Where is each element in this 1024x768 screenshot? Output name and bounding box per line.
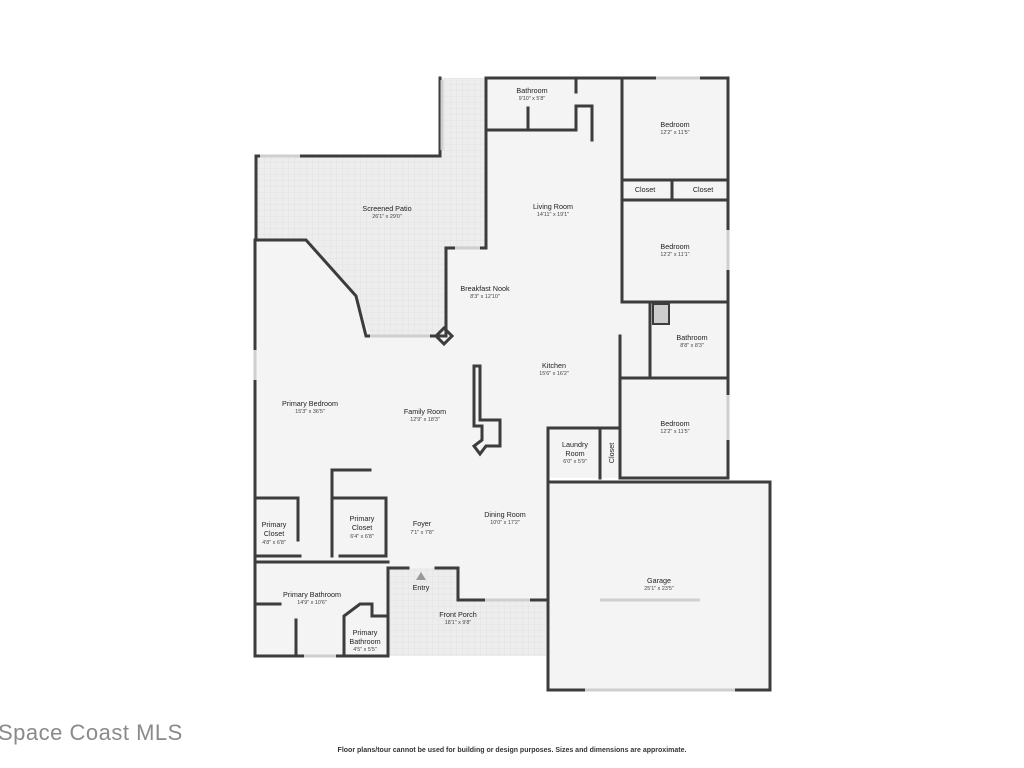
floor-fills [255, 78, 770, 690]
disclaimer-text: Floor plans/tour cannot be used for buil… [337, 747, 687, 754]
primary-bathroom-name: Primary Bathroom [283, 590, 341, 599]
laundry-room-name-1: Laundry [562, 440, 588, 449]
dining-room-name: Dining Room [484, 510, 526, 519]
closet-left-name: Closet [635, 185, 655, 194]
primary-closet-right-name-2: Closet [352, 523, 372, 532]
interior-floor [255, 78, 728, 690]
family-room-name: Family Room [404, 407, 446, 416]
breakfast-nook-name: Breakfast Nook [460, 284, 510, 293]
primary-closet-left-name-1: Primary [262, 520, 287, 529]
entry-arrow-icon [416, 572, 426, 580]
bathroom-mid-dim: 8'8" x 8'3" [680, 343, 704, 349]
kitchen-name: Kitchen [542, 361, 566, 370]
bedroom-low-name: Bedroom [660, 419, 689, 428]
bedroom-mid-dim: 12'2" x 11'1" [660, 252, 689, 258]
laundry-room-name-2: Room [565, 449, 584, 458]
primary-closet-left-dim: 4'8" x 6'8" [262, 540, 286, 546]
primary-closet-left-name-2: Closet [264, 529, 284, 538]
family-room-dim: 12'9" x 18'3" [410, 417, 440, 423]
screened-patio-dim: 26'1" x 29'0" [372, 214, 402, 220]
screened-patio-name: Screened Patio [362, 204, 411, 213]
primary-closet-right-name-1: Primary [350, 514, 375, 523]
foyer-dim: 7'1" x 7'8" [410, 530, 434, 536]
laundry-room-dim: 6'0" x 5'9" [563, 459, 587, 465]
primary-bathroom-dim: 14'9" x 10'6" [297, 600, 327, 606]
bathroom-top-name: Bathroom [516, 86, 547, 95]
front-porch-dim: 18'1" x 9'8" [445, 620, 472, 626]
windows [253, 76, 735, 692]
primary-bathroom-small-name-2: Bathroom [349, 637, 380, 646]
front-porch-floor [388, 568, 546, 656]
bathroom-top-dim: 9'10" x 5'8" [519, 96, 546, 102]
closet-right-name: Closet [693, 185, 713, 194]
closet-laundry-name: Closet [607, 443, 616, 463]
front-porch-name: Front Porch [439, 610, 477, 619]
breakfast-nook-dim: 8'3" x 12'10" [470, 294, 500, 300]
primary-closet-right-dim: 6'4" x 6'8" [350, 534, 374, 540]
primary-bathroom-small-name-1: Primary [353, 628, 378, 637]
bedroom-top-dim: 12'2" x 11'5" [660, 130, 689, 136]
primary-bedroom-name: Primary Bedroom [282, 399, 338, 408]
mls-watermark: Space Coast MLS [0, 720, 183, 745]
room-labels: Bathroom 9'10" x 5'8" Bedroom 12'2" x 11… [262, 86, 714, 653]
foyer-name: Foyer [413, 519, 432, 528]
garage-dim: 25'1" x 23'5" [644, 586, 674, 592]
bedroom-top-name: Bedroom [660, 120, 689, 129]
kitchen-dim: 15'6" x 16'2" [539, 371, 569, 377]
screened-patio-floor [256, 78, 486, 336]
living-room-name: Living Room [533, 202, 573, 211]
living-room-dim: 14'11" x 19'1" [537, 212, 569, 218]
garage-floor [548, 482, 770, 690]
primary-bathroom-small-dim: 4'5" x 5'5" [353, 647, 377, 653]
bedroom-low-dim: 12'2" x 11'5" [660, 429, 689, 435]
garage-name: Garage [647, 576, 671, 585]
bathroom-mid-name: Bathroom [676, 333, 707, 342]
dining-room-dim: 10'0" x 17'2" [490, 520, 520, 526]
bedroom-mid-name: Bedroom [660, 242, 689, 251]
primary-bedroom-dim: 15'3" x 36'5" [295, 409, 325, 415]
entry-name: Entry [413, 583, 430, 592]
